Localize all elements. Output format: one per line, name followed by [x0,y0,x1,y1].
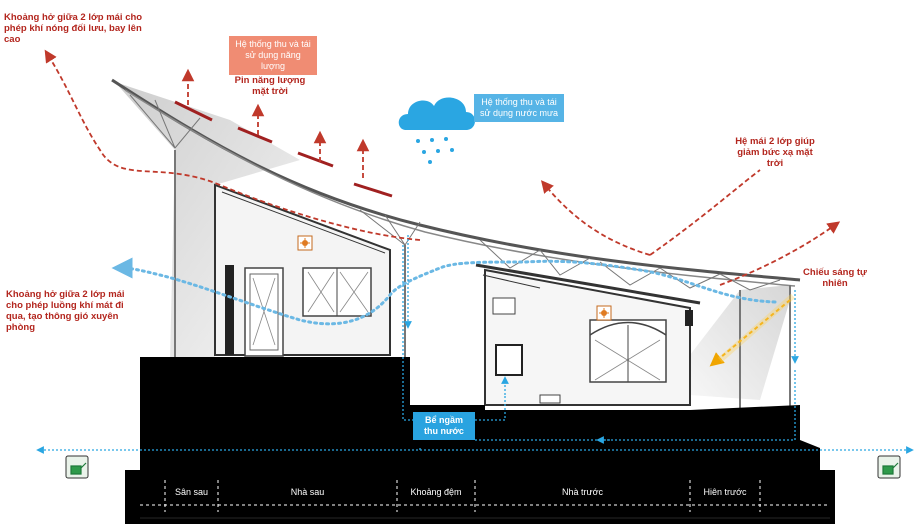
hot-air-gap-label: Khoảng hở giữa 2 lớp mái cho phép khí nó… [4,12,143,45]
underground-tank-label: Bể ngầm thu nước [413,412,475,440]
back-house [214,183,391,357]
double-roof-label: Hệ mái 2 lớp giúp giảm bức xạ mặt trời [735,136,815,169]
cloud-rain-icon [398,97,475,164]
front-house [475,263,701,406]
ground-base [125,470,835,524]
sun-icon [297,235,313,251]
watering-can-icon [877,455,901,479]
zone-nha-truoc: Nhà trước [562,487,603,497]
natural-light-label: Chiếu sáng tự nhiên [803,267,867,289]
solar-system-label: Hệ thống thu và tái sử dụng năng lượng [229,36,317,75]
roof-shadow-left [115,82,300,360]
cool-air-gap-label: Khoảng hở giữa 2 lớp mái cho phép luồng … [6,289,125,333]
zone-nha-sau: Nhà sau [290,487,325,497]
posts [174,150,791,410]
solar-panel-label: Pin năng lượng mặt trời [234,75,306,97]
upper-roof-inner [124,89,796,287]
solar-panels [174,100,393,198]
natural-light-arrow [709,299,791,367]
zone-san-sau: Sân sau [174,487,209,497]
zone-khoang-dem: Khoảng đệm [410,487,462,497]
natural-light-glow [718,293,795,363]
zone-dividers [140,480,830,512]
cool-air-flow [111,257,777,326]
hot-air-flow [44,49,841,286]
zone-hien-truoc: Hiên trước [703,487,747,497]
rainwater-system-label: Hệ thống thu và tái sử dụng nước mưa [474,94,564,122]
sun-icon [596,305,612,321]
watering-can-icon [65,455,89,479]
